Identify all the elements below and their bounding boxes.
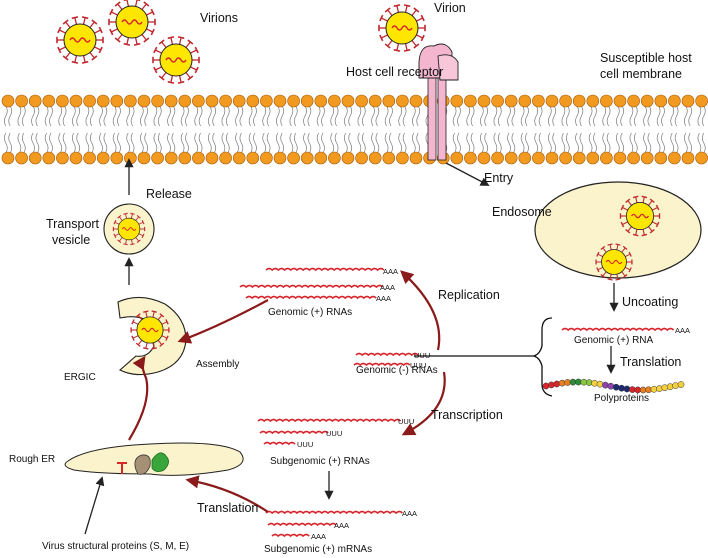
label-genomic-pos-rna: Genomic (+) RNA [574, 335, 654, 346]
subgenomic-rna-strand [257, 418, 402, 423]
tail-aaa: AAA [334, 521, 349, 530]
label-uncoating: Uncoating [622, 295, 678, 309]
label-replication: Replication [438, 288, 500, 302]
ergic-compartment [117, 296, 187, 376]
tail-uuu: UUU [326, 429, 342, 438]
genomic-neg-rna-strand [355, 352, 419, 357]
subgenomic-rna-strand [259, 430, 329, 435]
tail-uuu: UUU [398, 417, 414, 426]
genomic-pos-rna-strand [245, 295, 377, 300]
subgenomic-mrna-strand [271, 533, 310, 538]
virion-entering [378, 4, 426, 52]
label-virus-structural-proteins: Virus structural proteins (S, M, E) [42, 541, 189, 552]
label-virions: Virions [200, 11, 238, 25]
tail-aaa: AAA [402, 509, 417, 518]
virion-top-2 [108, 0, 156, 46]
rna-tail-labels: AAA AAA AAA UUU UUU AAA UUU UUU UUU AAA … [297, 267, 690, 541]
tail-aaa: AAA [675, 326, 690, 335]
virion-top-1 [56, 16, 104, 64]
genomic-neg-rna-strand [353, 362, 411, 367]
label-transcription: Transcription [431, 408, 503, 422]
label-assembly: Assembly [196, 359, 239, 370]
tail-aaa: AAA [383, 267, 398, 276]
label-release: Release [146, 187, 192, 201]
subgenomic-mrna-strand [265, 510, 403, 515]
label-entry: Entry [484, 171, 514, 185]
tail-uuu: UUU [414, 351, 430, 360]
label-subgenomic-pos-rnas: Subgenomic (+) RNAs [270, 456, 370, 467]
label-subgenomic-pos-mrnas: Subgenomic (+) mRNAs [264, 544, 372, 555]
polyproteins-chain [542, 378, 685, 394]
label-genomic-neg-rnas: Genomic (-) RNAs [356, 365, 438, 376]
label-ergic: ERGIC [64, 372, 96, 383]
genomic-pos-rna-strand [561, 327, 675, 332]
transport-vesicle [103, 203, 155, 255]
label-polyproteins: Polyproteins [594, 393, 649, 404]
label-genomic-pos-rnas: Genomic (+) RNAs [268, 307, 352, 318]
virion-top-3 [152, 36, 200, 84]
label-susceptible-2: cell membrane [600, 67, 682, 81]
label-virion: Virion [434, 1, 466, 15]
labels: Virions Virion Host cell receptor Suscep… [9, 1, 692, 555]
label-rough-er: Rough ER [9, 454, 55, 465]
label-endosome: Endosome [492, 205, 552, 219]
label-host-cell-receptor: Host cell receptor [346, 65, 443, 79]
tail-uuu: UUU [410, 361, 426, 370]
tail-aaa: AAA [311, 532, 326, 541]
tail-aaa: AAA [380, 283, 395, 292]
host-cell-receptor [418, 43, 459, 161]
rough-er [64, 442, 244, 476]
cell-membrane [1, 94, 708, 165]
label-transport-2: vesicle [52, 233, 90, 247]
label-susceptible-1: Susceptible host [600, 51, 692, 65]
tail-aaa: AAA [376, 294, 391, 303]
subgenomic-mrna-strand [267, 522, 337, 527]
genomic-pos-rna-strand [265, 267, 385, 272]
rna-strands [239, 267, 675, 538]
tail-uuu: UUU [297, 440, 313, 449]
label-translation-right: Translation [620, 355, 681, 369]
endosome [534, 181, 702, 281]
label-translation-left: Translation [197, 501, 258, 515]
genomic-pos-rna-strand [239, 284, 384, 289]
black-arrows [84, 158, 619, 535]
red-arrows [128, 270, 446, 513]
label-transport-1: Transport [46, 217, 100, 231]
subgenomic-rna-strand [263, 441, 296, 446]
